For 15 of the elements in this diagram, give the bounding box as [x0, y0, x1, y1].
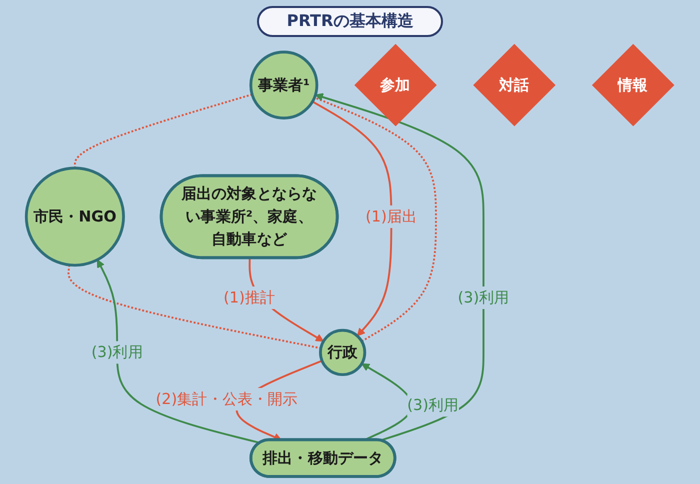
connector	[314, 96, 437, 342]
arrow	[312, 100, 392, 336]
edge-label: (3)利用	[458, 288, 510, 306]
title: PRTRの基本構造	[256, 6, 444, 37]
node-circle: 事業者¹	[249, 50, 318, 120]
arrow	[96, 259, 260, 444]
node-diamond: 対話	[473, 44, 556, 126]
edge-label: (1)推計	[223, 288, 276, 306]
edge-label: (1)届出	[366, 207, 418, 226]
edge-label: (3)利用	[407, 396, 459, 414]
node-diamond: 参加	[354, 44, 437, 126]
edge-label: (3)利用	[91, 343, 143, 361]
node-circle: 市民・NGO	[24, 166, 125, 267]
edge-label: (2)集計・公表・開示	[156, 390, 298, 408]
node-circle: 行政	[319, 328, 366, 376]
